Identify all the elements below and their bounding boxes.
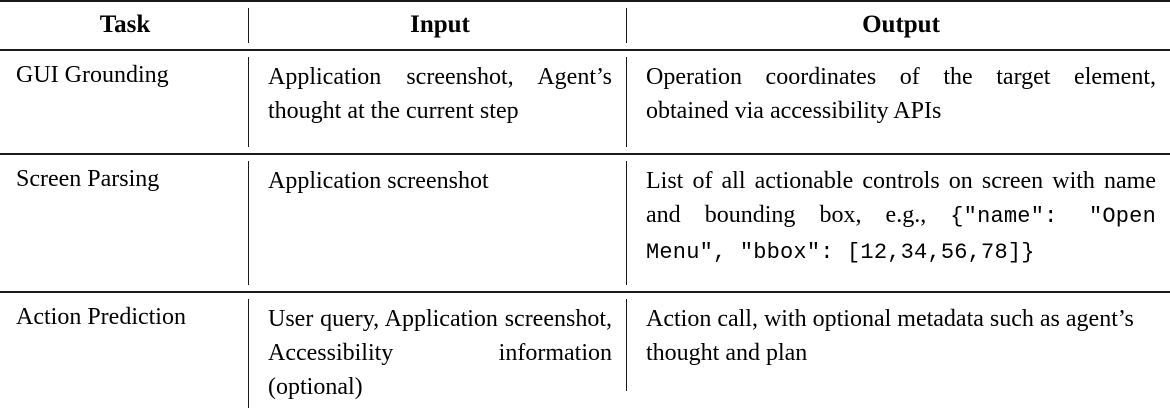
column-header-input: Input xyxy=(248,0,626,51)
cell-output: List of all actionable controls on scree… xyxy=(626,153,1170,292)
input-description-screen-parsing: Application screenshot xyxy=(268,168,489,194)
cell-output: Action call, with optional metadata such… xyxy=(626,291,1170,414)
cell-input: Application screenshot, Agent’s thought … xyxy=(248,50,626,154)
task-name-action-prediction: Action Prediction xyxy=(16,304,186,330)
table-row: GUI Grounding Application screenshot, Ag… xyxy=(0,50,1170,154)
cell-task: GUI Grounding xyxy=(0,50,248,154)
table-body: GUI Grounding Application screenshot, Ag… xyxy=(0,50,1170,414)
output-description-gui-grounding: Operation coordinates of the target ele­… xyxy=(646,64,1156,124)
output-description-screen-parsing: List of all actionable controls on scree… xyxy=(646,164,1156,270)
table-row: Action Prediction User query, Applicatio… xyxy=(0,291,1170,414)
table-header: Task Input Output xyxy=(0,0,1170,51)
column-header-task: Task xyxy=(0,0,248,51)
table-row: Screen Parsing Application screenshot Li… xyxy=(0,153,1170,292)
column-header-input-label: Input xyxy=(410,11,470,38)
output-description-action-prediction: Action call, with optional metadata such… xyxy=(646,306,1134,366)
column-header-task-label: Task xyxy=(99,11,151,38)
input-description-gui-grounding: Application screenshot, Agent’s thought … xyxy=(268,64,612,124)
cell-task: Screen Parsing xyxy=(0,153,248,292)
cell-output: Operation coordinates of the target ele­… xyxy=(626,50,1170,154)
task-name-screen-parsing: Screen Parsing xyxy=(16,166,160,192)
input-description-action-prediction: User query, Application screenshot, Acce… xyxy=(268,306,612,400)
task-name-gui-grounding: GUI Grounding xyxy=(16,62,169,88)
output-code-screen-parsing: {"name": "Open Menu", "bbox": [12,34,56,… xyxy=(646,204,1156,265)
column-header-output-label: Output xyxy=(862,11,940,38)
output-text-screen-parsing: List of all actionable controls on scree… xyxy=(646,168,1156,228)
cell-input: User query, Application screenshot, Acce… xyxy=(248,291,626,414)
column-header-output: Output xyxy=(626,0,1170,51)
cell-input: Application screenshot xyxy=(248,153,626,292)
cell-task: Action Prediction xyxy=(0,291,248,414)
table-header-row: Task Input Output xyxy=(0,0,1170,51)
